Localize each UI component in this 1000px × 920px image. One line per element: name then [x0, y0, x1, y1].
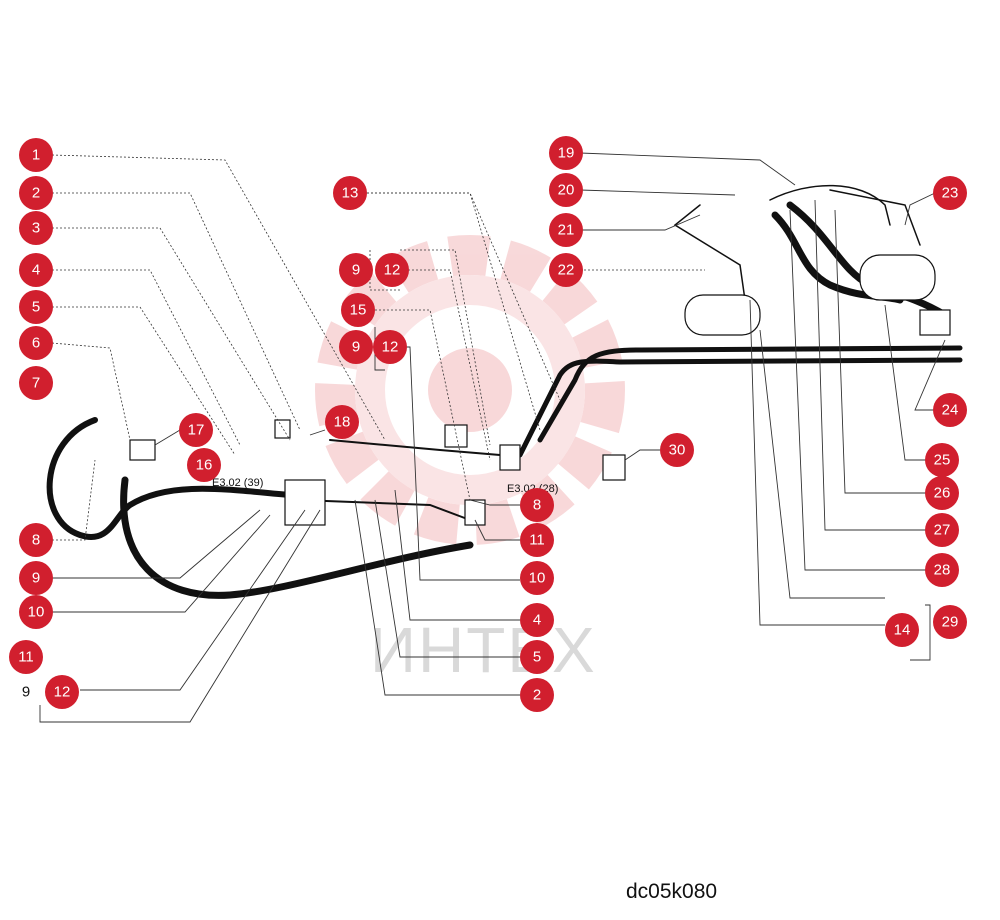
callout-7: 7 [19, 366, 53, 400]
callout-27: 27 [925, 513, 959, 547]
callout-2: 2 [19, 176, 53, 210]
svg-text:14: 14 [894, 622, 911, 639]
svg-text:12: 12 [54, 684, 71, 701]
svg-text:15: 15 [350, 302, 367, 319]
svg-text:6: 6 [32, 335, 40, 352]
callout-10-right: 10 [520, 561, 554, 595]
callout-29: 29 [933, 605, 967, 639]
svg-text:2: 2 [533, 687, 541, 704]
svg-text:11: 11 [529, 532, 545, 549]
svg-text:20: 20 [558, 182, 575, 199]
callout-30: 30 [660, 433, 694, 467]
svg-text:28: 28 [934, 562, 951, 579]
svg-text:10: 10 [529, 570, 546, 587]
svg-text:9: 9 [352, 339, 360, 356]
callout-19: 19 [549, 136, 583, 170]
callout-8-right: 8 [520, 488, 554, 522]
callout-4: 4 [19, 253, 53, 287]
svg-text:8: 8 [32, 532, 40, 549]
callout-9-upper: 9 [339, 253, 373, 287]
svg-text:10: 10 [28, 604, 45, 621]
callout-8-left: 8 [19, 523, 53, 557]
callout-11-right: 11 [520, 523, 554, 557]
callout-23: 23 [933, 176, 967, 210]
svg-text:5: 5 [533, 649, 541, 666]
svg-text:27: 27 [934, 522, 951, 539]
watermark-gear [315, 235, 625, 545]
svg-text:12: 12 [382, 339, 399, 356]
callout-3: 3 [19, 211, 53, 245]
callout-14: 14 [885, 613, 919, 647]
callout-17: 17 [179, 413, 213, 447]
callout-9-left: 9 [19, 561, 53, 595]
callout-12-mid: 12 [373, 330, 407, 364]
callout-25: 25 [925, 443, 959, 477]
callout-5: 5 [19, 290, 53, 324]
callout-1: 1 [19, 138, 53, 172]
svg-text:22: 22 [558, 262, 575, 279]
callout-20: 20 [549, 173, 583, 207]
callout-18: 18 [325, 405, 359, 439]
svg-text:9: 9 [352, 262, 360, 279]
callout-11-left: 11 [9, 640, 43, 674]
callout-9-bottom: 9 [11, 677, 41, 707]
svg-text:18: 18 [334, 414, 351, 431]
leader-lines [39, 152, 946, 723]
drawing-code: dc05k080 [626, 880, 718, 903]
svg-text:9: 9 [22, 684, 30, 701]
svg-text:19: 19 [558, 145, 575, 162]
callout-9-mid: 9 [339, 330, 373, 364]
svg-text:2: 2 [32, 185, 40, 202]
part-ref-left: E3.02 (39) [212, 477, 263, 489]
svg-text:5: 5 [32, 299, 40, 316]
svg-text:4: 4 [533, 612, 541, 629]
svg-text:12: 12 [384, 262, 401, 279]
svg-text:1: 1 [32, 147, 40, 164]
callout-28: 28 [925, 553, 959, 587]
svg-text:21: 21 [558, 222, 575, 239]
callout-5-right: 5 [520, 640, 554, 674]
callout-16: 16 [187, 448, 221, 482]
svg-text:3: 3 [32, 220, 40, 237]
svg-text:25: 25 [934, 452, 951, 469]
callout-22: 22 [549, 253, 583, 287]
callout-2-right: 2 [520, 678, 554, 712]
callout-12-upper: 12 [375, 253, 409, 287]
svg-text:16: 16 [196, 457, 213, 474]
svg-text:8: 8 [533, 497, 541, 514]
svg-text:17: 17 [188, 422, 205, 439]
callout-24: 24 [933, 393, 967, 427]
svg-text:30: 30 [669, 442, 686, 459]
svg-text:7: 7 [32, 375, 40, 392]
callout-26: 26 [925, 476, 959, 510]
callout-12-bottom: 12 [45, 675, 79, 709]
parts [129, 254, 951, 526]
svg-text:13: 13 [342, 185, 359, 202]
callout-15: 15 [341, 293, 375, 327]
callout-21: 21 [549, 213, 583, 247]
svg-text:11: 11 [18, 649, 34, 666]
callout-6: 6 [19, 326, 53, 360]
svg-text:26: 26 [934, 485, 951, 502]
svg-text:9: 9 [32, 570, 40, 587]
watermark-text: ИНТЕХ [370, 614, 597, 686]
svg-text:23: 23 [942, 185, 959, 202]
callout-4-right: 4 [520, 603, 554, 637]
svg-text:29: 29 [942, 614, 959, 631]
svg-text:24: 24 [942, 402, 959, 419]
svg-text:4: 4 [32, 262, 40, 279]
callout-13: 13 [333, 176, 367, 210]
callout-10-left: 10 [19, 595, 53, 629]
